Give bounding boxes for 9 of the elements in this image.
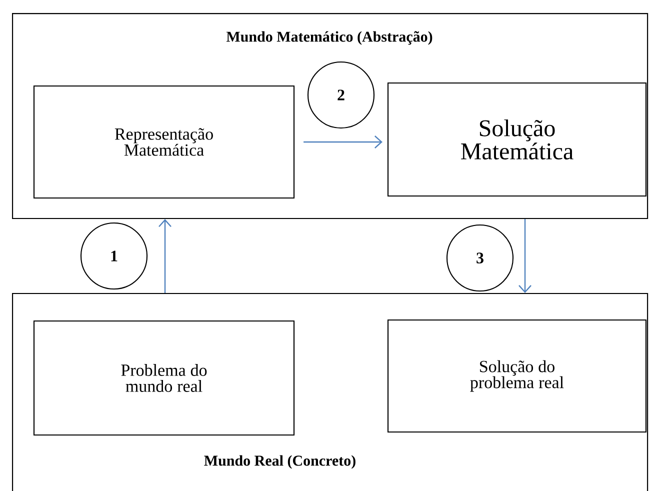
process-box: Problema do mundo real bbox=[33, 320, 295, 436]
region-title: Mundo Real (Concreto) bbox=[204, 455, 356, 469]
process-box: Solução do problema real bbox=[387, 319, 647, 433]
region-title: Mundo Matemático (Abstração) bbox=[226, 31, 432, 45]
process-box: Solução Matemática bbox=[387, 82, 647, 197]
arrow bbox=[518, 219, 532, 293]
arrow bbox=[158, 219, 172, 293]
process-box: Representação Matemática bbox=[33, 85, 295, 199]
arrow bbox=[304, 136, 382, 148]
